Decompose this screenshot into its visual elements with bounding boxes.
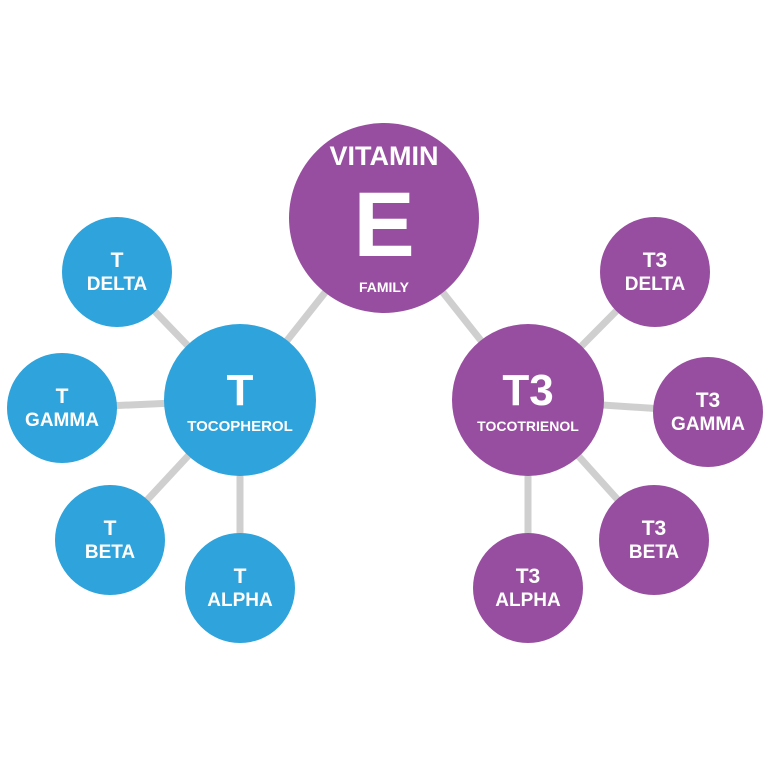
t3-gamma-node: T3 GAMMA	[653, 357, 763, 467]
t-alpha-name: ALPHA	[207, 590, 273, 611]
t3-alpha-node: T3 ALPHA	[473, 533, 583, 643]
t-beta-name: BETA	[84, 542, 136, 563]
root-letter: E	[353, 174, 415, 276]
tocopherol-node: T TOCOPHEROL	[164, 324, 316, 476]
t3-beta-name: BETA	[628, 542, 680, 563]
t3-alpha-name: ALPHA	[495, 590, 561, 611]
t3-alpha-symbol: T3	[515, 565, 541, 588]
t-delta-node: T DELTA	[62, 217, 172, 327]
tocopherol-name: TOCOPHEROL	[187, 417, 293, 435]
t3-gamma-name: GAMMA	[671, 414, 745, 435]
t3-beta-symbol: T3	[641, 517, 667, 540]
tocotrienol-symbol: T3	[502, 366, 554, 415]
tocotrienol-node: T3 TOCOTRIENOL	[452, 324, 604, 476]
t3-delta-node: T3 DELTA	[600, 217, 710, 327]
t-gamma-node: T GAMMA	[7, 353, 117, 463]
tocotrienol-name: TOCOTRIENOL	[477, 418, 579, 434]
t3-delta-name: DELTA	[624, 274, 686, 295]
t-delta-symbol: T	[110, 249, 124, 272]
t-gamma-symbol: T	[55, 385, 69, 408]
t-beta-symbol: T	[103, 517, 117, 540]
t-alpha-node: T ALPHA	[185, 533, 295, 643]
root-top-label: VITAMIN	[329, 141, 439, 171]
t-delta-name: DELTA	[86, 274, 148, 295]
root-bottom-label: FAMILY	[358, 279, 410, 295]
t3-beta-node: T3 BETA	[599, 485, 709, 595]
t3-gamma-symbol: T3	[695, 389, 721, 412]
tocopherol-symbol: T	[226, 365, 254, 415]
t-alpha-symbol: T	[233, 565, 247, 588]
t-gamma-name: GAMMA	[25, 410, 99, 431]
t3-delta-symbol: T3	[642, 249, 668, 272]
t-beta-node: T BETA	[55, 485, 165, 595]
vitamin-e-family-node: VITAMIN E FAMILY	[289, 123, 479, 313]
